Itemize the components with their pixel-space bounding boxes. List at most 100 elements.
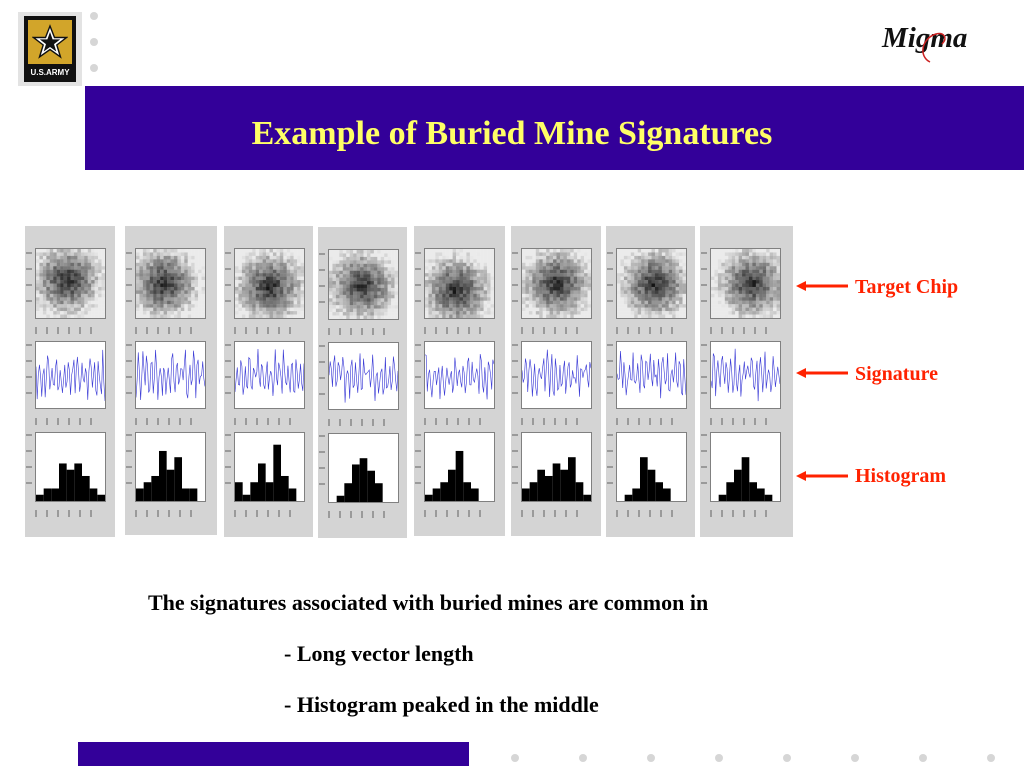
- histogram-plot: [616, 432, 687, 502]
- signature-panel: [700, 226, 793, 537]
- army-logo: U.S.ARMY: [18, 12, 82, 86]
- axis-ticks: [521, 321, 590, 334]
- signature-waveform: [521, 341, 592, 409]
- axis-ticks: [607, 434, 613, 498]
- title-band: Example of Buried Mine Signatures: [85, 86, 1024, 170]
- target-chip-arrow-icon: [796, 281, 848, 291]
- target-chip-image: [328, 249, 399, 320]
- signature-panel: [125, 226, 217, 535]
- signature-label: Signature: [855, 363, 938, 385]
- signature-waveform: [424, 341, 495, 409]
- axis-ticks: [616, 504, 685, 517]
- bullet-item: - Histogram peaked in the middle: [284, 692, 599, 717]
- signature-panel: [414, 226, 505, 536]
- axis-ticks: [415, 344, 421, 408]
- axis-ticks: [35, 412, 104, 425]
- signature-panel: [511, 226, 601, 536]
- axis-ticks: [225, 344, 231, 408]
- axis-ticks: [415, 252, 421, 316]
- migma-swoosh-icon: [922, 32, 946, 63]
- histogram-plot: [135, 432, 206, 502]
- decorative-dot: [919, 754, 927, 762]
- axis-ticks: [135, 504, 204, 517]
- axis-ticks: [424, 321, 493, 334]
- axis-ticks: [35, 504, 104, 517]
- axis-ticks: [26, 252, 32, 316]
- axis-ticks: [521, 504, 590, 517]
- axis-ticks: [512, 344, 518, 408]
- signature-waveform: [135, 341, 206, 409]
- signature-waveform: [328, 342, 399, 410]
- axis-ticks: [135, 321, 204, 334]
- histogram-plot: [424, 432, 495, 502]
- migma-logo: Migma: [878, 18, 1008, 68]
- decorative-dot: [90, 12, 98, 20]
- signature-arrow-icon: [796, 368, 848, 378]
- axis-ticks: [415, 434, 421, 498]
- target-chip-image: [135, 248, 206, 319]
- axis-ticks: [424, 412, 493, 425]
- axis-ticks: [616, 321, 685, 334]
- axis-ticks: [126, 344, 132, 408]
- axis-ticks: [701, 344, 707, 408]
- decorative-dot: [987, 754, 995, 762]
- histogram-plot: [710, 432, 781, 502]
- main-text: The signatures associated with buried mi…: [148, 590, 709, 615]
- decorative-dot: [851, 754, 859, 762]
- decorative-dot: [647, 754, 655, 762]
- decorative-dot: [511, 754, 519, 762]
- axis-ticks: [319, 253, 325, 317]
- decorative-dot: [90, 64, 98, 72]
- axis-ticks: [607, 344, 613, 408]
- signature-waveform: [710, 341, 781, 409]
- histogram-plot: [521, 432, 592, 502]
- target-chip-image: [710, 248, 781, 319]
- axis-ticks: [328, 413, 397, 426]
- axis-ticks: [710, 321, 779, 334]
- target-chip-image: [616, 248, 687, 319]
- axis-ticks: [710, 412, 779, 425]
- target-chip-label: Target Chip: [855, 276, 959, 298]
- signature-panel: [25, 226, 115, 537]
- migma-logo-text: Migma: [882, 22, 968, 54]
- axis-ticks: [607, 252, 613, 316]
- decorative-dot: [715, 754, 723, 762]
- axis-ticks: [328, 505, 397, 518]
- slide-title: Example of Buried Mine Signatures: [251, 115, 773, 152]
- axis-ticks: [319, 345, 325, 409]
- axis-ticks: [521, 412, 590, 425]
- axis-ticks: [225, 434, 231, 498]
- histogram-label: Histogram: [855, 465, 947, 487]
- decorative-dot: [783, 754, 791, 762]
- histogram-plot: [35, 432, 106, 502]
- axis-ticks: [710, 504, 779, 517]
- decorative-dot: [579, 754, 587, 762]
- axis-ticks: [234, 504, 303, 517]
- axis-ticks: [26, 344, 32, 408]
- target-chip-image: [521, 248, 592, 319]
- axis-ticks: [424, 504, 493, 517]
- axis-ticks: [616, 412, 685, 425]
- histogram-plot: [328, 433, 399, 503]
- histogram-arrow-icon: [796, 471, 848, 481]
- target-chip-image: [35, 248, 106, 319]
- signature-waveform: [616, 341, 687, 409]
- footer-bar: [78, 742, 469, 766]
- axis-ticks: [126, 252, 132, 316]
- axis-ticks: [225, 252, 231, 316]
- signature-panel: [224, 226, 313, 537]
- axis-ticks: [701, 252, 707, 316]
- star-icon: [32, 24, 68, 59]
- signature-waveform: [234, 341, 305, 409]
- signature-panel: [606, 226, 695, 537]
- axis-ticks: [234, 412, 303, 425]
- axis-ticks: [234, 321, 303, 334]
- histogram-plot: [234, 432, 305, 502]
- axis-ticks: [328, 322, 397, 335]
- signature-panel: [318, 227, 407, 538]
- decorative-dot: [90, 38, 98, 46]
- axis-ticks: [26, 434, 32, 498]
- axis-ticks: [135, 412, 204, 425]
- target-chip-image: [424, 248, 495, 319]
- axis-ticks: [319, 435, 325, 499]
